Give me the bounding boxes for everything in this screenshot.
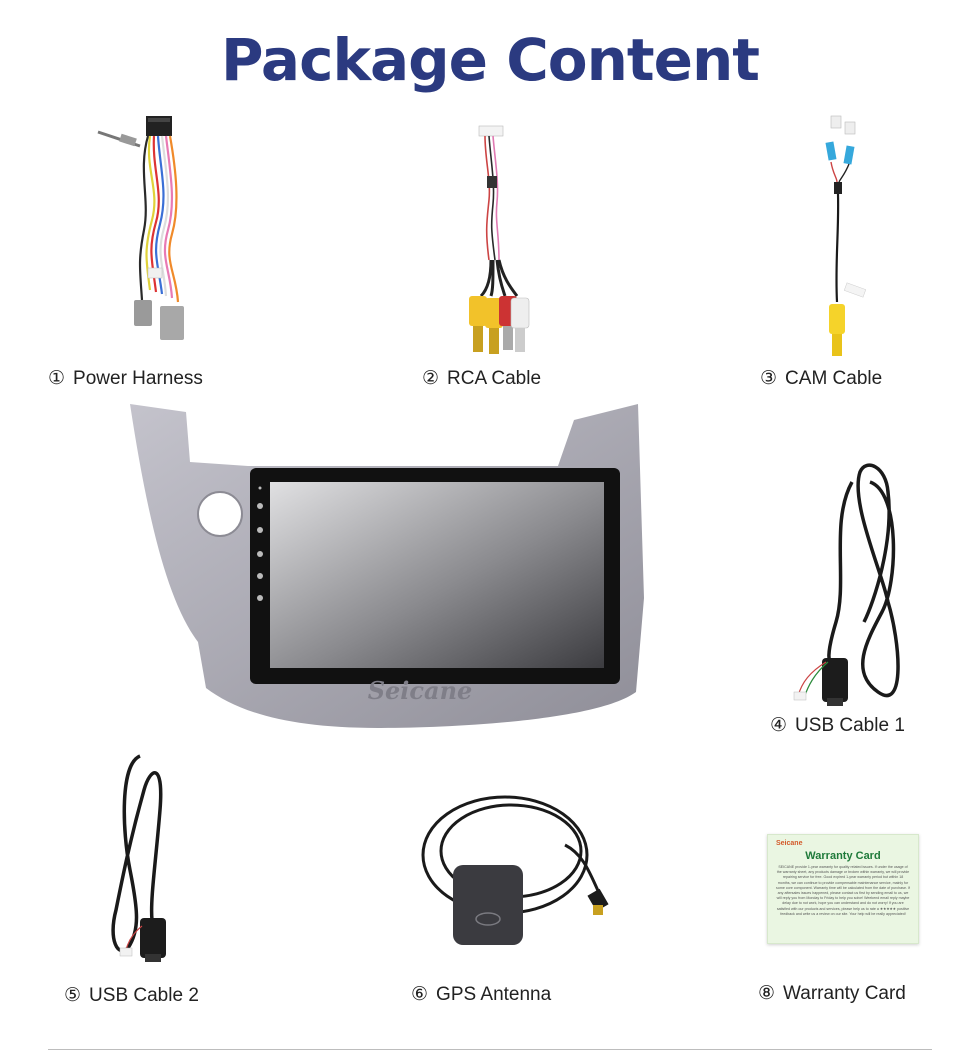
caption-gps-antenna: ⑥ GPS Antenna	[411, 983, 551, 1006]
power-harness-item	[90, 110, 210, 350]
bottom-divider	[48, 1049, 932, 1050]
item-number: ①	[48, 368, 66, 389]
item-number: ②	[422, 368, 440, 389]
power-harness-icon	[97, 116, 184, 340]
usb-cable-icon	[793, 463, 900, 706]
caption-usb-cable-2: ⑤ USB Cable 2	[64, 984, 199, 1007]
item-label: USB Cable 2	[89, 985, 199, 1006]
item-number: ③	[760, 368, 778, 389]
item-label: Warranty Card	[783, 983, 906, 1004]
svg-text:Seicane: Seicane	[368, 676, 473, 705]
head-unit-item: Seicane	[128, 402, 648, 732]
item-label: Power Harness	[73, 368, 203, 389]
cam-cable-item	[815, 112, 875, 362]
caption-warranty-card: ⑧ Warranty Card	[758, 982, 906, 1005]
item-number: ⑤	[64, 985, 82, 1006]
gps-antenna-icon	[421, 795, 609, 945]
caption-rca-cable: ② RCA Cable	[422, 367, 541, 390]
item-number: ⑥	[411, 984, 429, 1005]
head-unit-image: Seicane	[130, 404, 644, 728]
item-label: GPS Antenna	[436, 984, 552, 1005]
caption-usb-cable-1: ④ USB Cable 1	[770, 714, 905, 737]
usb-cable-1-item	[790, 462, 900, 712]
usb-cable-2-item	[100, 750, 180, 965]
gps-antenna-item	[415, 785, 635, 950]
caption-power-harness: ① Power Harness	[48, 367, 203, 390]
usb-cable-icon	[111, 754, 166, 962]
rca-cable-item	[455, 120, 535, 360]
warranty-card-title: Warranty Card	[805, 850, 881, 862]
warranty-card-image: Seicane Warranty Card SEICANE provide 1-…	[767, 834, 919, 944]
item-number: ⑧	[758, 983, 776, 1004]
rca-cable-icon	[469, 125, 530, 354]
item-number: ④	[770, 715, 788, 736]
caption-cam-cable: ③ CAM Cable	[760, 367, 882, 390]
item-label: USB Cable 1	[795, 715, 905, 736]
warranty-card-brand: Seicane	[776, 840, 803, 847]
item-label: CAM Cable	[785, 368, 883, 389]
item-label: RCA Cable	[447, 368, 542, 389]
warranty-card-body: SEICANE provide 1-year warranty for qual…	[776, 865, 910, 916]
page-title: Package Content	[220, 26, 760, 94]
cam-cable-icon	[825, 115, 867, 356]
